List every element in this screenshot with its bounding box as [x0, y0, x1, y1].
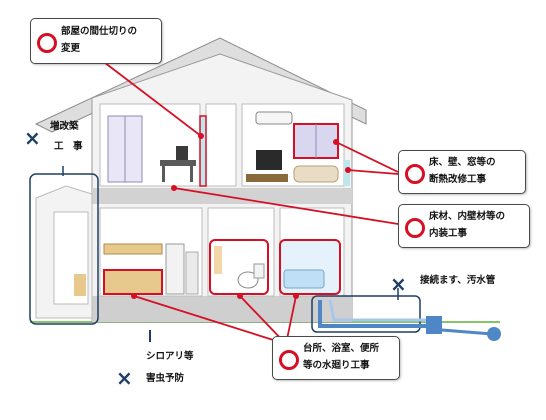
- callout-room-partition-line2: 変更: [61, 43, 81, 54]
- foundation: [92, 296, 352, 322]
- callout-insulation-line2: 断熱改修工事: [429, 174, 487, 185]
- circle-mark-icon: [37, 33, 57, 53]
- callout-insulation: 床、壁、窓等の 断熱改修工事: [398, 150, 526, 194]
- cross-mark-icon: ×: [116, 366, 133, 390]
- excluded-termite-line2: 害虫予防: [146, 373, 185, 384]
- leader-dots: [131, 133, 351, 299]
- callout-interior-line1: 床材、内壁材等の: [429, 211, 506, 222]
- callout-room-partition: 部屋の間仕切りの 変更: [30, 18, 162, 64]
- callout-plumbing-line1: 台所、浴室、便所: [303, 343, 380, 354]
- kitchen-counter: [103, 269, 163, 295]
- refrigerator: [165, 243, 185, 295]
- inspection-box: [426, 316, 442, 334]
- circle-mark-icon: [405, 218, 425, 238]
- wall-cabinet: [103, 243, 163, 255]
- sewer-pipe: [311, 295, 421, 333]
- excluded-sewer-label: 接続ます、汚水管: [420, 275, 496, 286]
- circle-mark-icon: [279, 350, 299, 370]
- callout-insulation-line1: 床、壁、窓等の: [429, 157, 496, 168]
- callout-interior-line2: 内装工事: [429, 228, 468, 239]
- cross-mark-icon: ×: [24, 126, 41, 150]
- partition-wall: [199, 115, 207, 187]
- air-conditioner: [255, 111, 293, 125]
- excluded-extension-line1: 増改築: [50, 121, 79, 132]
- excluded-termite-line1: シロアリ等: [146, 351, 194, 362]
- callout-room-partition-line1: 部屋の間仕切りの: [61, 26, 138, 37]
- callout-interior: 床材、内壁材等の 内装工事: [398, 204, 530, 248]
- desk: [160, 160, 196, 166]
- callout-plumbing-line2: 等の水廻り工事: [303, 360, 370, 371]
- cross-mark-icon: ×: [390, 272, 407, 296]
- circle-mark-icon: [405, 164, 425, 184]
- exterior-wall-highlight: [344, 160, 350, 186]
- excluded-extension-line2: 工 事: [54, 141, 83, 152]
- tv: [256, 150, 282, 170]
- callout-plumbing: 台所、浴室、便所 等の水廻り工事: [272, 336, 400, 380]
- annex-outline: [29, 173, 99, 325]
- sofa: [293, 165, 339, 183]
- room-upstairs-hall: [205, 103, 237, 187]
